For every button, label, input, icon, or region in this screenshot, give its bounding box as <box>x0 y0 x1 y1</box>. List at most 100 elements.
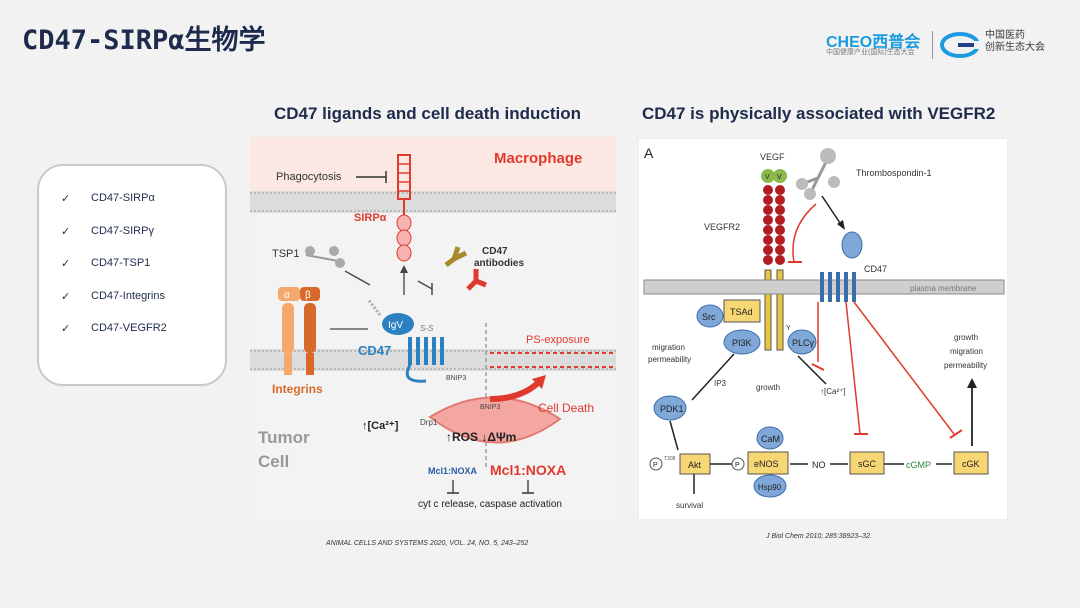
cam-label: CaM <box>761 434 780 444</box>
cd47-vegfr2-figure: A VEGF V V VEGFR2 Thrombospondin-1 CD47 … <box>638 138 1008 520</box>
antibodies-label-line1: CD47 <box>482 246 508 257</box>
beta-label: β <box>305 290 311 301</box>
tsp1-label: TSP1 <box>272 248 300 260</box>
bnip3-label-b: BNIP3 <box>480 404 500 411</box>
cgk-node <box>953 451 989 475</box>
logo-divider <box>932 31 933 59</box>
plasma-membrane-label: plasma membrane <box>910 284 977 293</box>
akt-label: Akt <box>688 460 702 470</box>
receptor-bead <box>763 205 773 215</box>
tsad-label: TSAd <box>730 307 753 317</box>
receptor-bead <box>763 215 773 225</box>
antibodies-label-line2: antibodies <box>474 258 524 269</box>
disulfide-label: S-S <box>420 324 434 333</box>
receptor-bead <box>775 185 785 195</box>
topic-list-box: ✓CD47-SIRPα ✓CD47-SIRPγ ✓CD47-TSP1 ✓CD47… <box>37 164 227 386</box>
cd47-transmembrane-right <box>820 272 856 302</box>
right-figure-heading: CD47 is physically associated with VEGFR… <box>642 104 996 123</box>
plc-node <box>787 329 817 355</box>
vegf-v-label-2: V <box>777 174 782 181</box>
check-icon: ✓ <box>61 290 71 303</box>
check-icon: ✓ <box>61 225 71 238</box>
topic-item: ✓ CD47-Integrins <box>61 290 167 323</box>
left-figure-heading: CD47 ligands and cell death induction <box>274 104 581 123</box>
cd47-igv-domain <box>382 313 414 335</box>
right-figure-citation: J Biol Chem 2010; 285:38923–32. <box>766 533 872 540</box>
phagocytosis-label: Phagocytosis <box>276 171 342 183</box>
cd47-antibodies-icon <box>444 246 487 291</box>
plc-label: PLCγ <box>792 338 815 348</box>
receptor-bead <box>775 195 785 205</box>
phospho-icon-2 <box>731 457 745 471</box>
permeability-label: permeability <box>648 355 691 364</box>
vegfr2-receptor <box>763 185 785 351</box>
hsp90-node <box>753 474 787 498</box>
cd47-label: CD47 <box>358 343 391 358</box>
vegfr2-label: VEGFR2 <box>704 222 740 232</box>
ros-label: ↑ROS ↓ΔΨm <box>446 430 516 444</box>
tsp1-binding-domain <box>841 231 863 259</box>
integrins-label: Integrins <box>272 382 323 396</box>
receptor-bead <box>763 235 773 245</box>
phospho-label-1: P <box>653 462 658 469</box>
slide-title: CD47-SIRPα生物学 <box>22 25 266 56</box>
integrins-molecule <box>278 287 320 375</box>
cam-node <box>756 426 784 450</box>
src-label: Src <box>702 312 716 322</box>
receptor-bead <box>775 225 785 235</box>
macrophage-region <box>250 137 616 193</box>
receptor-bead <box>775 205 785 215</box>
cd47-label-right: CD47 <box>864 264 887 274</box>
tyrosine-label: Y <box>786 325 791 332</box>
logo-line-1: 中国医药 <box>985 30 1025 41</box>
thrombospondin-label: Thrombospondin-1 <box>856 168 932 178</box>
receptor-stalk <box>764 269 772 351</box>
pdk1-node <box>653 395 687 421</box>
topic-label: CD47-SIRPγ <box>91 224 154 237</box>
innovation-conference-logo-icon <box>940 32 980 58</box>
cell-death-label: Cell Death <box>538 401 594 415</box>
check-icon: ✓ <box>61 193 71 205</box>
topic-label: CD47-Integrins <box>91 289 165 302</box>
phospho-icon-1 <box>649 457 663 471</box>
left-figure-citation: ANIMAL CELLS AND SYSTEMS 2020, VOL. 24, … <box>326 540 529 547</box>
t308-label: T308 <box>664 456 676 462</box>
thrombospondin-molecule <box>796 148 840 200</box>
enos-node <box>747 451 789 475</box>
permeability-label-right: permeability <box>944 361 987 370</box>
receptor-stalk <box>776 269 784 351</box>
cd47-transmembrane <box>408 337 444 365</box>
migration-label: migration <box>652 343 685 352</box>
receptor-bead <box>763 185 773 195</box>
check-icon: ✓ <box>61 258 71 270</box>
vegf-ligand <box>761 169 775 183</box>
phospho-label-2: P <box>735 462 740 469</box>
drp1-label: Drp1 <box>420 418 438 427</box>
innovation-conference-logo-text: 中国医药 创新生态大会 <box>985 30 1045 54</box>
receptor-bead <box>775 245 785 255</box>
event-logos: CHEO西普会 中国健康产业(国际)生态大会 中国医药 创新生态大会 <box>826 28 1056 62</box>
receptor-bead <box>775 235 785 245</box>
sirpa-label: SIRPα <box>354 212 387 224</box>
pi3k-label: PI3K <box>732 338 752 348</box>
topic-item: ✓CD47-VEGFR2 <box>61 322 167 355</box>
macrophage-membrane <box>250 191 616 213</box>
cheo-logo-text: CHEO西普会 <box>826 34 921 51</box>
topic-label: CD47-SIRPα <box>91 192 155 204</box>
cd47-ligands-figure: Macrophage Phagocytosis SIRPα TSP1 CD47 … <box>250 137 616 520</box>
cytc-label: cyt c release, caspase activation <box>418 499 562 510</box>
mcl1-noxa-small: Mcl1:NOXA <box>428 466 478 476</box>
topic-item: ✓ CD47-SIRPγ <box>61 225 167 258</box>
hsp90-label: Hsp90 <box>758 483 782 492</box>
topic-label: CD47-VEGFR2 <box>91 322 167 334</box>
cheo-logo-subtitle: 中国健康产业(国际)生态大会 <box>826 49 915 56</box>
growth-label: growth <box>756 383 780 392</box>
receptor-bead <box>775 255 785 265</box>
ip3-label: IP3 <box>714 379 727 388</box>
receptor-bead <box>775 215 785 225</box>
no-label: NO <box>812 460 826 470</box>
sgc-label: sGC <box>858 459 877 469</box>
src-node <box>696 304 724 328</box>
cgk-label: cGK <box>962 459 980 469</box>
logo-line-2: 创新生态大会 <box>985 42 1045 53</box>
